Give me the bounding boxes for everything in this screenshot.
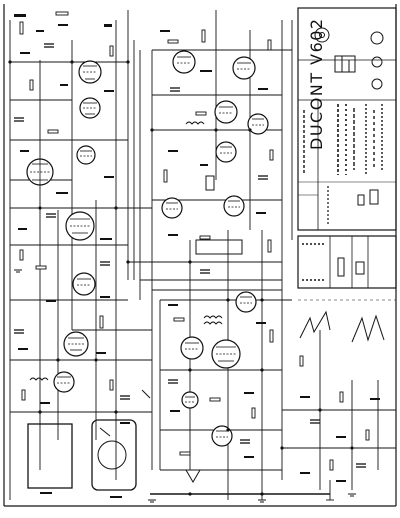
tube-v8 [172,50,196,74]
tube-v5 [72,272,96,296]
tube-v7 [53,371,75,393]
capacitors [14,43,366,468]
tube-v15 [235,291,257,313]
component-value-marks [14,14,380,498]
title-block: DUCONT V602 [297,7,397,231]
model-title: DUCONT V602 [307,17,326,150]
tube-v6 [63,331,89,357]
page-border [3,4,397,507]
wiring [9,10,396,501]
tube-v19 [181,391,199,409]
tube-v12 [215,141,237,163]
tube-v13 [161,197,183,219]
waveform-block [297,235,397,343]
tube-v3 [76,145,96,165]
tube-v11 [247,113,269,135]
tube-v16 [180,336,204,360]
ground-symbols [14,269,356,503]
vacuum-tubes [26,50,269,447]
junction-dots [8,60,354,496]
tube-v9 [232,56,256,80]
tube-v4 [65,211,95,241]
tube-v1 [78,60,102,84]
tube-v14 [223,195,245,217]
coils [27,121,243,491]
tube-v2 [79,97,101,119]
legend-lines [303,104,383,225]
tube-v10 [214,100,238,124]
crt-tube [26,158,54,186]
resistors [19,11,370,471]
tube-v17 [211,339,241,369]
